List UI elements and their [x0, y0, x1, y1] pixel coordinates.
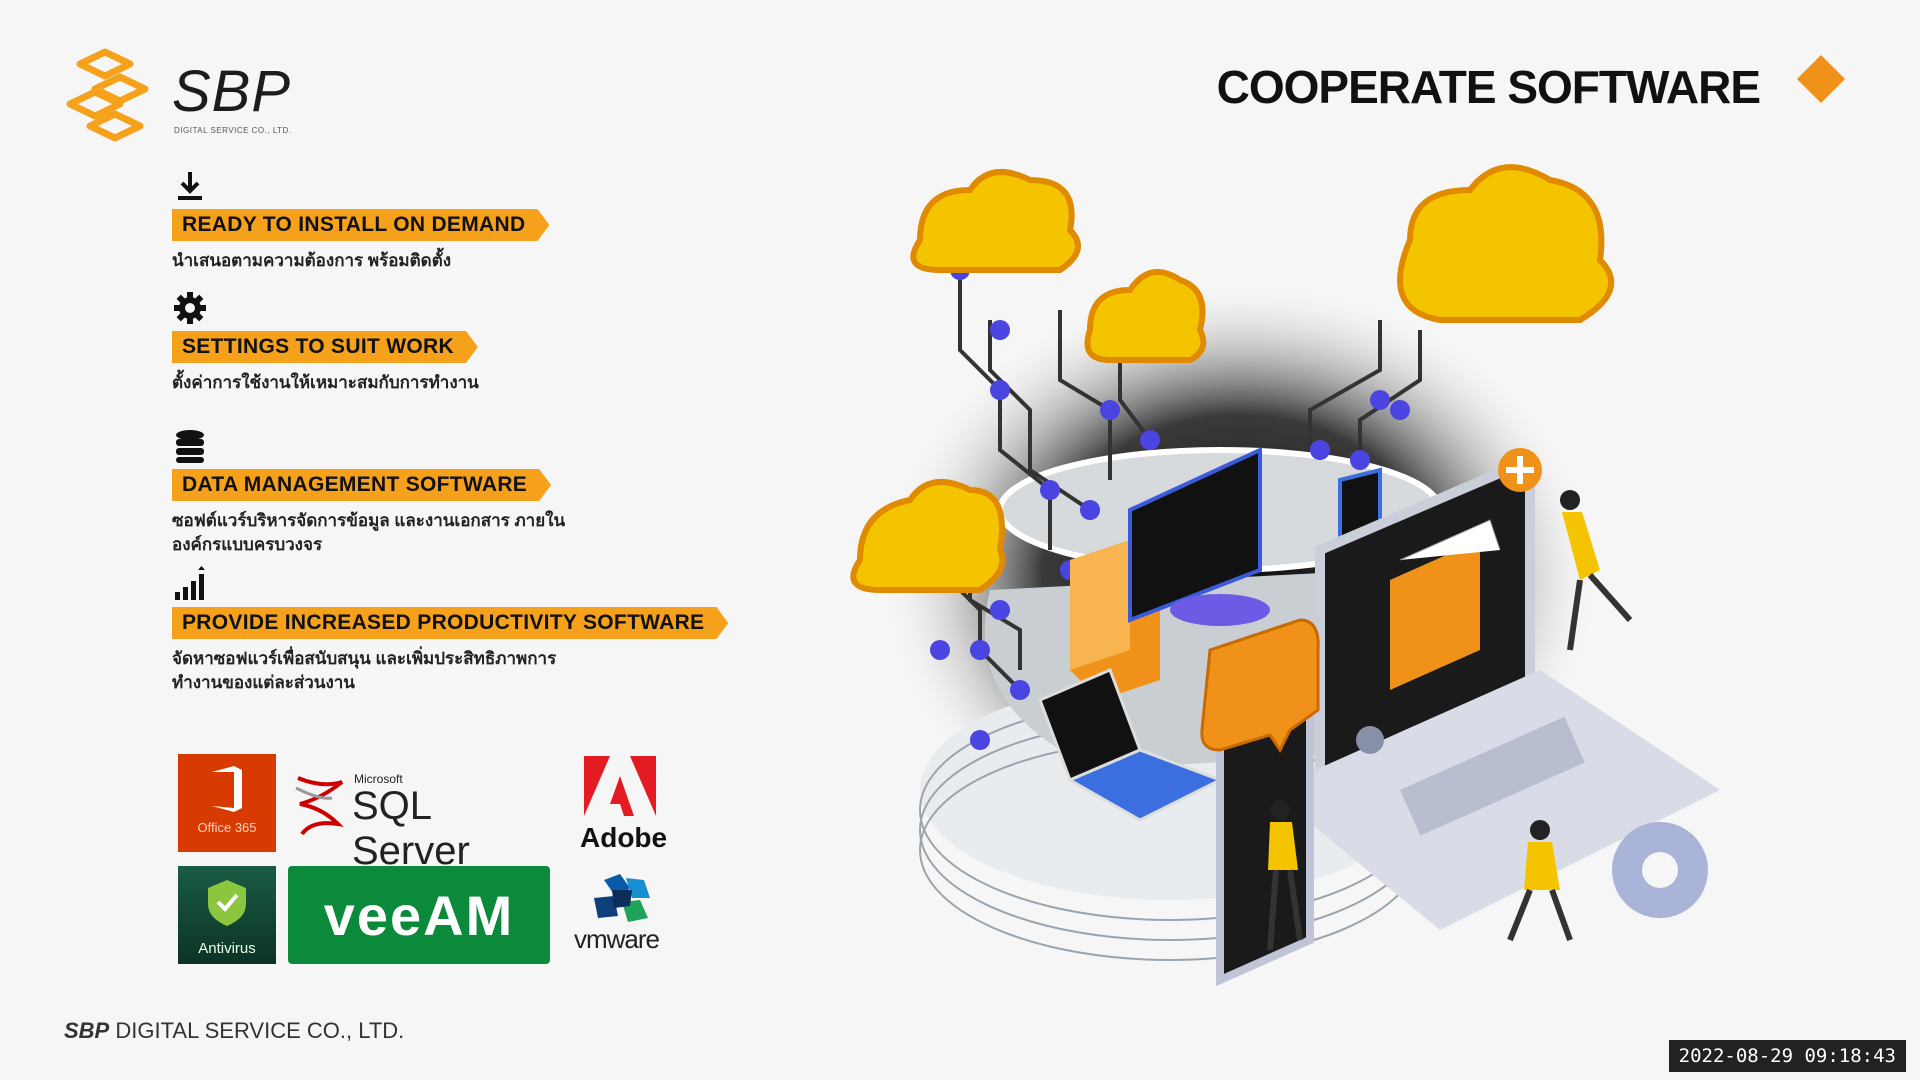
sql-server-label: SQL Server — [352, 784, 470, 873]
folder-icon — [1390, 519, 1501, 690]
person-figure — [1507, 820, 1573, 942]
office365-label: Office 365 — [197, 820, 257, 835]
sql-server-logo: Microsoft SQL Server — [292, 768, 512, 873]
vmware-label: vmware — [574, 924, 660, 954]
veeam-label: veeAM — [323, 883, 515, 947]
vmware-icon — [594, 874, 650, 922]
feature-description: ซอฟต์แวร์บริหารจัดการข้อมูล และงานเอกสาร… — [172, 509, 565, 557]
feature-banner: PROVIDE INCREASED PRODUCTIVITY SOFTWARE — [172, 607, 728, 639]
person-figure — [1560, 490, 1633, 651]
cloud-icon — [910, 169, 1081, 273]
gear-icon — [174, 292, 206, 324]
feature-banner: READY TO INSTALL ON DEMAND — [172, 209, 549, 241]
feature-description-line: ซอฟต์แวร์บริหารจัดการข้อมูล และงานเอกสาร… — [172, 511, 566, 530]
logo-name: SBP — [172, 59, 292, 124]
gear-icon — [1612, 822, 1708, 918]
feature-ready-to-install: READY TO INSTALL ON DEMAND นำเสนอตามความ… — [172, 168, 549, 273]
partner-logos: Office 365 Microsoft SQL Server Adobe An… — [176, 754, 696, 974]
sql-microsoft-label: Microsoft — [354, 772, 403, 786]
adobe-label: Adobe — [580, 822, 668, 853]
footer-company-rest: DIGITAL SERVICE CO., LTD. — [109, 1018, 405, 1043]
feature-productivity: PROVIDE INCREASED PRODUCTIVITY SOFTWARE … — [172, 566, 728, 695]
footer-company: SBP DIGITAL SERVICE CO., LTD. — [64, 1018, 404, 1044]
company-logo: SBP DIGITAL SERVICE CO., LTD. — [60, 44, 300, 154]
feature-description-line: จัดหาซอฟแวร์เพื่อสนับสนุน และเพิ่มประสิท… — [172, 649, 557, 668]
vmware-logo: vmware — [574, 870, 684, 964]
page-title: COOPERATE SOFTWARE — [1216, 61, 1761, 113]
cloud-icon — [1084, 269, 1207, 363]
feature-banner: SETTINGS TO SUIT WORK — [172, 331, 478, 363]
feature-description: นำเสนอตามความต้องการ พร้อมติดตั้ง — [172, 251, 452, 270]
add-badge-icon — [1498, 448, 1542, 492]
timestamp: 2022-08-29 09:18:43 — [1668, 1040, 1906, 1072]
sql-server-icon — [295, 776, 344, 836]
feature-description-line: องค์กรแบบครบวงจร — [172, 535, 323, 554]
diamond-icon — [1796, 54, 1846, 104]
antivirus-label: Antivirus — [198, 940, 256, 957]
footer-company-bold: SBP — [64, 1018, 110, 1043]
feature-description-line: ทำงานของแต่ละส่วนงาน — [172, 673, 355, 692]
feature-settings: SETTINGS TO SUIT WORK ตั้งค่าการใช้งานให… — [172, 290, 479, 395]
monitor-icon — [1128, 446, 1270, 626]
person-figure — [1267, 800, 1303, 951]
adobe-icon — [584, 756, 656, 816]
feature-data-management: DATA MANAGEMENT SOFTWARE ซอฟต์แวร์บริหาร… — [172, 428, 565, 557]
feature-description: ตั้งค่าการใช้งานให้เหมาะสมกับการทำงาน — [172, 373, 479, 392]
database-icon — [176, 430, 204, 463]
feature-banner: DATA MANAGEMENT SOFTWARE — [172, 469, 551, 501]
office-icon — [212, 766, 242, 812]
adobe-logo: Adobe — [580, 754, 670, 854]
office365-logo: Office 365 — [178, 754, 276, 852]
cloud-icon — [1397, 164, 1615, 323]
cloud-icon — [850, 479, 1006, 593]
download-icon — [178, 172, 202, 200]
logo-mark-icon — [66, 48, 149, 142]
growth-chart-icon — [175, 566, 205, 600]
feature-description: จัดหาซอฟแวร์เพื่อสนับสนุน และเพิ่มประสิท… — [172, 647, 728, 695]
cloud-network-illustration — [850, 164, 1720, 987]
antivirus-logo: Antivirus — [178, 866, 276, 964]
veeam-logo: veeAM — [288, 866, 550, 964]
shield-icon — [208, 880, 246, 926]
chat-bubble-icon — [1200, 618, 1320, 753]
logo-subtitle: DIGITAL SERVICE CO., LTD. — [174, 126, 292, 135]
